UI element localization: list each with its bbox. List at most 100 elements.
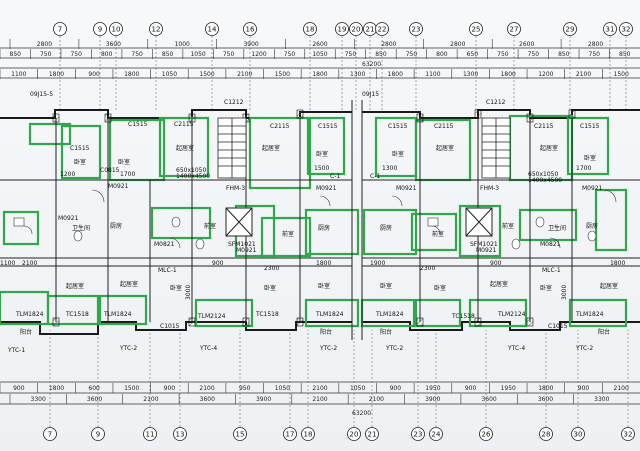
label-bedroom-4: 卧室 — [584, 154, 596, 162]
label-c1-2: C-1 — [370, 173, 380, 180]
dimension-value: 900 — [13, 385, 25, 392]
bottom-axis-label: 30 — [574, 431, 583, 439]
bottom-axis-label: 13 — [176, 431, 185, 439]
door-swings — [23, 189, 617, 249]
label-ytc2-3: YTC-2 — [385, 345, 403, 352]
dim-1700-a: 1700 — [120, 171, 135, 178]
label-c1212-b: C1212 — [486, 99, 506, 106]
label-c2115-a: C2115 — [174, 121, 194, 128]
top-axis-29: 29 — [563, 22, 577, 36]
dimension-value: 850 — [162, 51, 174, 58]
label-stair-note-right: 09J15 — [362, 91, 379, 98]
bottom-axis-label: 20 — [350, 431, 359, 439]
dimension-value: 2800 — [588, 41, 603, 48]
dimension-value: 2100 — [614, 385, 629, 392]
dim-1700-b: 1700 — [576, 165, 591, 172]
interior-walls — [0, 100, 640, 340]
dimension-value: 850 — [558, 51, 570, 58]
axis-grid-lines — [49, 36, 629, 427]
dimension-value: 2100 — [312, 396, 327, 403]
dimension-value: 800 — [436, 51, 448, 58]
dimension-value: 2600 — [312, 41, 327, 48]
label-c1515-b: C1515 — [128, 121, 148, 128]
top-axis-20: 20 — [349, 22, 363, 36]
vertical-dimension-texts: 3000 3000 — [185, 285, 568, 300]
dimension-value: 3300 — [31, 396, 46, 403]
label-bedroom-8: 卧室 — [318, 282, 330, 290]
dimension-value: 1500 — [199, 71, 214, 78]
dim-1800-b: 1800 — [610, 260, 625, 267]
label-bedroom-5: 卧室 — [74, 158, 86, 166]
bottom-axis-label: 11 — [146, 431, 155, 439]
bottom-axis-11: 11 — [143, 427, 157, 441]
label-ytc2-2: YTC-2 — [319, 345, 337, 352]
dim-1500-a: 1500 — [314, 165, 329, 172]
top-axis-31: 31 — [603, 22, 617, 36]
label-hall-3: 前室 — [432, 230, 444, 238]
label-c1515-d: C1515 — [388, 123, 408, 130]
plumbing-fixtures — [13, 216, 597, 250]
dimension-value: 3600 — [538, 396, 553, 403]
dimension-value: 2600 — [519, 41, 534, 48]
bottom-axis-30: 30 — [571, 427, 585, 441]
dimension-value: 1800 — [124, 71, 139, 78]
label-tc1518-2: TC1518 — [255, 311, 279, 318]
dimension-value: 1050 — [350, 385, 365, 392]
label-living-2: 起居室 — [262, 144, 280, 152]
top-axis-label: 22 — [378, 26, 387, 34]
top-axis-12: 12 — [149, 22, 163, 36]
dim-3000-b: 3000 — [561, 285, 568, 300]
label-hall-2: 前室 — [282, 230, 294, 238]
dimension-value: 1100 — [11, 71, 26, 78]
label-ytc4-1: YTC-4 — [199, 345, 217, 352]
bottom-axis-23: 23 — [411, 427, 425, 441]
top-axis-23: 23 — [409, 22, 423, 36]
bottom-axis-7: 7 — [43, 427, 57, 441]
top-axis-label: 7 — [58, 26, 62, 34]
dimension-value: 900 — [164, 385, 176, 392]
label-tlm1824-2: TLM1824 — [103, 311, 132, 318]
label-hall-4: 前室 — [502, 222, 514, 230]
top-axis-label: 19 — [338, 26, 347, 34]
bottom-axis-label: 9 — [96, 431, 100, 439]
top-axis-9: 9 — [93, 22, 107, 36]
dimension-value: 1300 — [463, 71, 478, 78]
bottom-total-dimension: 63200 — [352, 410, 371, 417]
label-unit-1400-1: 1400x4500 — [176, 173, 210, 180]
dimension-value: 750 — [40, 51, 52, 58]
bottom-axis-9: 9 — [91, 427, 105, 441]
label-ytc2-1: YTC-2 — [119, 345, 137, 352]
label-tlm1824-5: TLM1824 — [575, 311, 604, 318]
top-axis-label: 14 — [208, 26, 217, 34]
dimension-value: 750 — [528, 51, 540, 58]
room-labels: C1515 C1515 C2115 C1212 C2115 C1515 C151… — [0, 91, 625, 354]
label-bedroom-9: 卧室 — [380, 282, 392, 290]
dimension-value: 2100 — [369, 396, 384, 403]
dimension-value: 1500 — [614, 71, 629, 78]
dimension-value: 750 — [70, 51, 82, 58]
dimension-value: 1800 — [501, 71, 516, 78]
label-m0921-6: M0921 — [236, 247, 257, 254]
label-living-5: 起居室 — [66, 282, 84, 290]
dim-1200-a: 1200 — [60, 171, 75, 178]
label-c1515-c: C1515 — [318, 123, 338, 130]
label-c1515-e: C1515 — [580, 123, 600, 130]
dim-900-b: 900 — [490, 260, 502, 267]
dimension-value: 3600 — [87, 396, 102, 403]
dimension-value: 2100 — [576, 71, 591, 78]
dimension-value: 3300 — [594, 396, 609, 403]
dimension-value: 950 — [239, 385, 251, 392]
label-unit-650-1: 650x1050 — [176, 167, 206, 174]
top-axis-27: 27 — [507, 22, 521, 36]
label-bedroom-1: 卧室 — [118, 158, 130, 166]
top-axis-label: 21 — [366, 26, 375, 34]
dimension-value: 2100 — [143, 396, 158, 403]
label-bedroom-6: 卧室 — [170, 284, 182, 292]
label-tlm1824-3: TLM1824 — [315, 311, 344, 318]
dimension-value: 1800 — [388, 71, 403, 78]
dimension-value: 750 — [223, 51, 235, 58]
label-c1015-1: C1015 — [160, 323, 180, 330]
